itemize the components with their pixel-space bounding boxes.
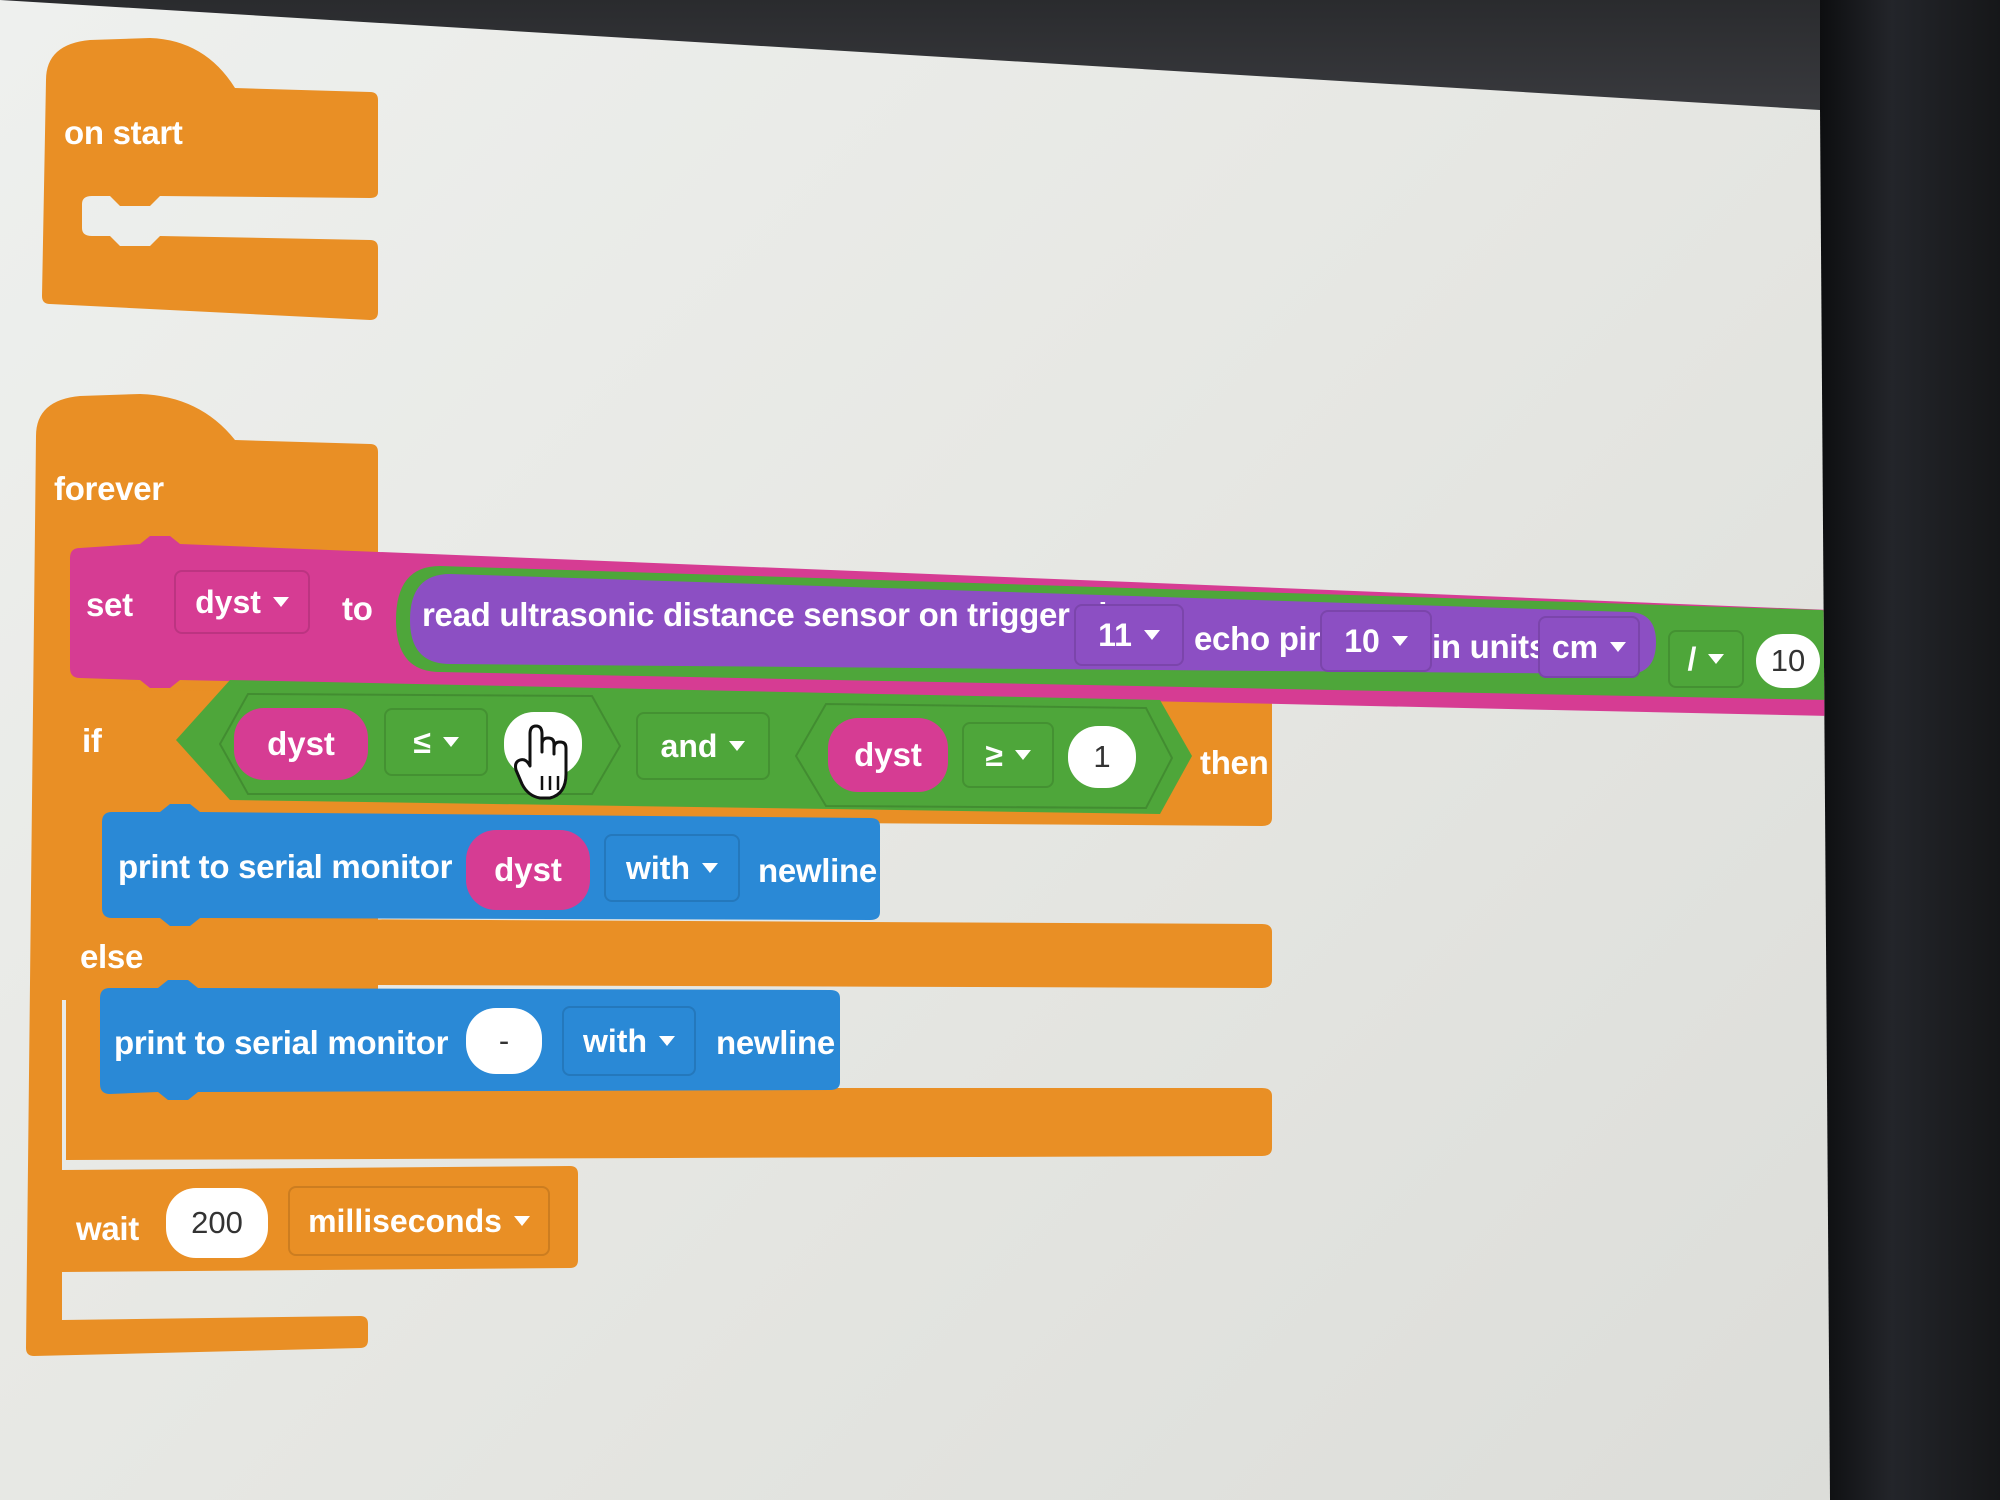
print-else-newline-label: newline: [716, 1024, 835, 1061]
right-variable-reporter[interactable]: dyst: [828, 718, 948, 792]
else-label: else: [80, 938, 144, 975]
chevron-down-icon: [1610, 642, 1627, 652]
chevron-down-icon: [658, 1036, 675, 1046]
operator-value: /: [1687, 640, 1697, 677]
wait-value-field[interactable]: 200: [166, 1188, 268, 1258]
wait-label: wait: [76, 1210, 139, 1247]
echo-pin-label: echo pin: [1194, 620, 1328, 657]
to-label: to: [342, 590, 373, 627]
trigger-pin-dropdown[interactable]: 11: [1074, 604, 1184, 666]
left-operator-dropdown[interactable]: ≤: [384, 708, 488, 776]
chevron-down-icon: [1014, 750, 1031, 760]
chevron-down-icon: [1143, 630, 1160, 640]
wait-unit-dropdown[interactable]: milliseconds: [288, 1186, 550, 1256]
trigger-pin-value: 11: [1098, 616, 1132, 653]
right-operator-dropdown[interactable]: ≥: [962, 722, 1054, 788]
right-value-field[interactable]: 1: [1068, 726, 1136, 788]
hand-pointer-icon: [514, 724, 568, 800]
print-else-value-field[interactable]: -: [466, 1008, 542, 1074]
print-else-mode-dropdown[interactable]: with: [562, 1006, 696, 1076]
on-start-block[interactable]: [42, 38, 378, 320]
print-then-label: print to serial monitor: [118, 848, 453, 885]
left-variable-reporter[interactable]: dyst: [234, 708, 368, 780]
wait-unit-value: milliseconds: [308, 1202, 502, 1239]
in-units-label: in units: [1432, 628, 1547, 665]
chevron-down-icon: [1708, 654, 1725, 664]
chevron-down-icon: [729, 741, 746, 751]
variable-dropdown[interactable]: dyst: [174, 570, 310, 634]
chevron-down-icon: [1391, 636, 1408, 646]
logic-value: and: [660, 727, 718, 764]
units-value: cm: [1551, 628, 1599, 665]
operator-dropdown[interactable]: /: [1668, 630, 1744, 688]
print-then-mode-value: with: [626, 849, 690, 886]
echo-pin-dropdown[interactable]: 10: [1320, 610, 1432, 672]
logic-dropdown[interactable]: and: [636, 712, 770, 780]
print-then-newline-label: newline: [758, 852, 877, 889]
then-label: then: [1200, 744, 1269, 781]
divisor-field[interactable]: 10: [1756, 634, 1820, 688]
left-operator-value: ≤: [413, 723, 431, 760]
print-else-label: print to serial monitor: [114, 1024, 449, 1061]
chevron-down-icon: [442, 737, 459, 747]
variable-dropdown-value: dyst: [195, 583, 261, 620]
print-then-mode-dropdown[interactable]: with: [604, 834, 740, 902]
sensor-label: read ultrasonic distance sensor on trigg…: [422, 596, 1128, 633]
blocks-workspace[interactable]: on start forever set dyst to read ultras…: [0, 0, 1830, 1500]
screen-right-bezel: [1820, 0, 2000, 1500]
print-else-mode-value: with: [583, 1022, 647, 1059]
chevron-down-icon: [272, 597, 289, 607]
on-start-label: on start: [64, 114, 183, 151]
forever-label: forever: [54, 470, 164, 507]
chevron-down-icon: [701, 863, 718, 873]
print-then-value-reporter[interactable]: dyst: [466, 830, 590, 910]
chevron-down-icon: [513, 1216, 530, 1226]
echo-pin-value: 10: [1344, 622, 1380, 659]
units-dropdown[interactable]: cm: [1538, 616, 1640, 678]
right-operator-value: ≥: [985, 736, 1003, 773]
set-label: set: [86, 586, 133, 623]
if-label: if: [82, 722, 102, 759]
